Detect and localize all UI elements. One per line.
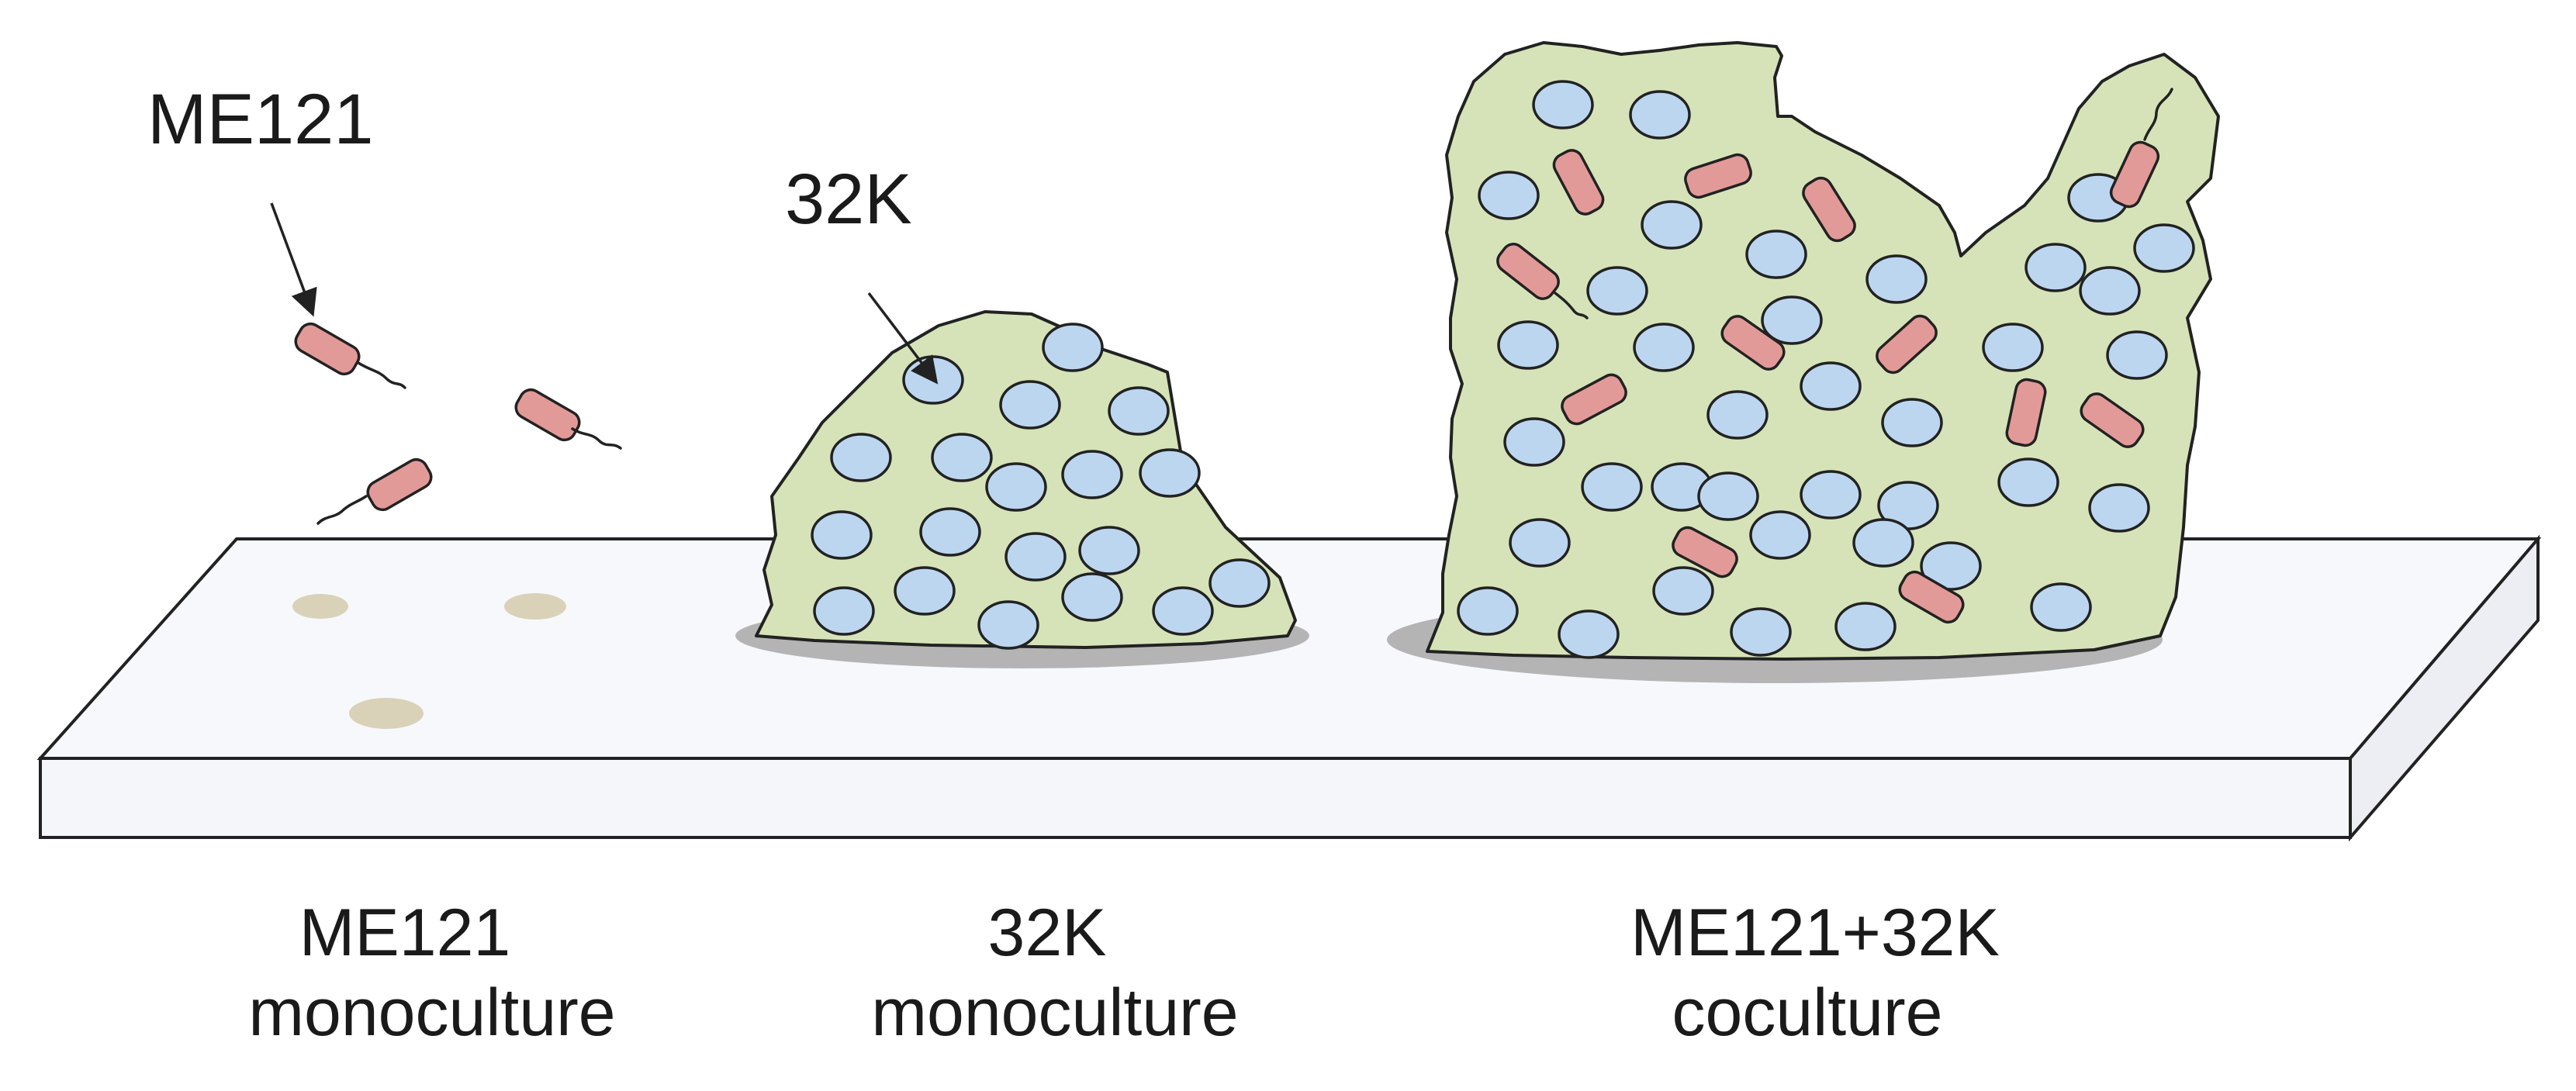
- coccus-cell: [1586, 266, 1648, 316]
- rods-coculture: [1496, 140, 2160, 624]
- rod-cell: [1684, 153, 1752, 199]
- caption-line: monoculture: [871, 975, 1238, 1050]
- footprint-mark: [349, 698, 424, 729]
- coccus-cell: [1042, 323, 1104, 372]
- coccus-cell: [1749, 510, 1811, 560]
- coccus-cell: [2088, 483, 2150, 533]
- coccus-cell: [985, 462, 1047, 512]
- me121-footprints: [292, 593, 566, 729]
- caption-line: 32K: [987, 896, 1106, 970]
- rod-cell: [1802, 176, 1856, 243]
- coccus-cell: [1706, 390, 1769, 440]
- coccus-cell: [1852, 518, 1914, 568]
- coccus-cell: [1108, 386, 1170, 436]
- coccus-cell: [1697, 471, 1759, 521]
- rod-cell: [2080, 392, 2145, 448]
- me121-callout-label: ME121: [147, 80, 374, 159]
- flagellum: [2143, 88, 2173, 141]
- coccus-cell: [1478, 171, 1540, 220]
- coccus-cell: [999, 380, 1061, 430]
- coccus-cell: [1558, 609, 1620, 659]
- rod-cell: [1876, 314, 1938, 375]
- substrate-side-face: [2349, 534, 2540, 842]
- caption-line: ME121: [299, 896, 511, 970]
- coccus-cell: [1078, 526, 1140, 575]
- coccus-cell: [1004, 532, 1067, 582]
- coccus-cell: [2024, 243, 2087, 292]
- coccus-cell: [830, 433, 892, 482]
- coccus-cell: [1865, 254, 1928, 304]
- coccus-cell: [1745, 230, 1807, 279]
- rod-cell: [366, 457, 433, 512]
- coccus-cell: [2133, 223, 2195, 273]
- k32-callout-arrow: [867, 292, 939, 385]
- coccus-cell: [1061, 572, 1123, 622]
- coccus-cell: [1152, 586, 1214, 636]
- substrate-front-face: [39, 757, 2352, 839]
- rod-cell: [2109, 140, 2160, 209]
- coccus-cell: [2079, 266, 2141, 316]
- coccus-cell: [2030, 582, 2092, 632]
- coccus-cell: [1139, 448, 1201, 498]
- coccus-cell: [1208, 558, 1271, 608]
- caption-me121-monoculture: ME121 monoculture: [248, 896, 615, 1050]
- coccus-cell: [1457, 586, 1519, 636]
- k32-callout-label: 32K: [785, 160, 912, 239]
- coccus-cell: [1761, 295, 1823, 345]
- cocci-32k-monoculture: [811, 323, 1271, 650]
- rod-cell: [1898, 570, 1965, 624]
- footprint-mark: [504, 593, 566, 620]
- coccus-cell: [811, 510, 873, 560]
- coccus-cell: [1641, 200, 1703, 250]
- flagellum: [316, 495, 368, 525]
- rod-cell: [514, 388, 581, 442]
- coccus-cell: [1061, 450, 1123, 499]
- coccus-cell: [1509, 518, 1571, 568]
- coccus-cell: [1800, 361, 1862, 411]
- caption-coculture: ME121+32K coculture: [1630, 896, 2000, 1050]
- rod-cell: [1561, 373, 1627, 426]
- free-rod-flagella: [316, 361, 622, 525]
- coccus-cell: [1982, 323, 2044, 372]
- coccus-cell: [1730, 607, 1792, 657]
- coccus-cell: [1581, 462, 1643, 512]
- coccus-cell: [1497, 320, 1559, 370]
- rod-cell: [1552, 149, 1605, 216]
- coccus-cell: [1881, 398, 1943, 447]
- caption-line: monoculture: [248, 975, 615, 1050]
- coccus-cell: [1503, 417, 1565, 467]
- caption-32k-monoculture: 32K monoculture: [871, 896, 1238, 1050]
- coccus-cell: [1834, 602, 1897, 651]
- coccus-cell: [1997, 457, 2059, 507]
- me121-callout-arrow: [270, 202, 317, 317]
- cocci-coculture: [1457, 80, 2195, 659]
- free-swimming-me121: [294, 322, 581, 512]
- caption-line: ME121+32K: [1630, 896, 2000, 970]
- flagellum: [571, 427, 622, 450]
- coccus-cell: [894, 566, 956, 616]
- coccus-cell: [1633, 323, 1695, 372]
- coccus-cell: [1800, 470, 1862, 520]
- coccus-cell: [931, 433, 993, 482]
- rod-cell: [1672, 526, 1738, 578]
- coccus-cell: [813, 586, 875, 636]
- coccus-cell: [1920, 541, 1982, 591]
- coccus-cell: [1629, 90, 1691, 140]
- rod-cell: [2005, 378, 2047, 447]
- rod-cell: [1720, 315, 1786, 371]
- rod-flagella-coculture: [1554, 88, 2173, 319]
- coccus-cell: [977, 600, 1039, 650]
- coccus-cell: [1652, 566, 1714, 616]
- footprint-mark: [292, 594, 348, 619]
- rod-cell: [294, 322, 361, 376]
- caption-line: coculture: [1672, 975, 1943, 1050]
- flagellum: [1554, 292, 1589, 319]
- coccus-cell: [1532, 80, 1594, 129]
- rod-cell: [1496, 243, 1560, 300]
- coccus-cell: [919, 507, 981, 557]
- flagellum: [357, 361, 406, 389]
- coccus-cell: [2106, 330, 2168, 380]
